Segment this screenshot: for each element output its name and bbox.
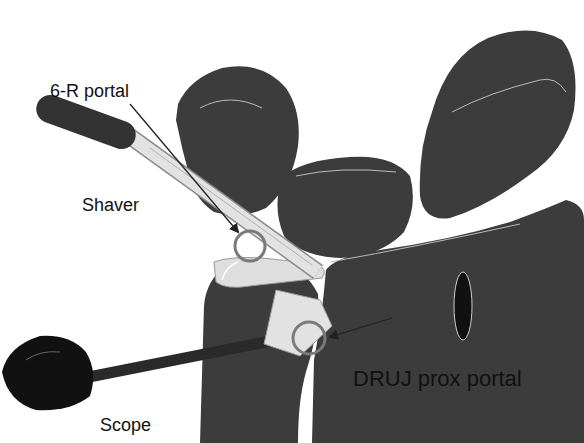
scope-light-field — [264, 290, 332, 356]
portal-ring — [235, 231, 265, 261]
leader-arrow — [330, 318, 392, 337]
part-label: DRUJ prox portal — [353, 368, 522, 390]
shaver-shaft-outline — [124, 132, 318, 272]
bone-contour — [452, 79, 566, 112]
radius-foramen — [454, 272, 472, 340]
part-label: 6-R portal — [50, 82, 129, 100]
shaver-shaft-line — [150, 148, 312, 265]
leader-arrow — [130, 104, 238, 232]
part-label: Scope — [100, 416, 151, 434]
part-label: Shaver — [82, 196, 139, 214]
scope-handle-contour — [26, 352, 60, 360]
portal-ring — [293, 322, 325, 354]
bone-contour — [296, 170, 396, 176]
shaver-handle — [32, 91, 139, 153]
scope-handle — [2, 336, 93, 410]
scope-shaft — [84, 340, 276, 378]
bone-contour — [200, 100, 262, 108]
scaphoid-bone — [420, 30, 576, 218]
lunate-bone — [277, 157, 412, 258]
shaver-shaft — [124, 132, 318, 272]
radius-bone — [312, 200, 584, 443]
styloid-contour — [222, 262, 238, 280]
bone-contour — [330, 224, 520, 262]
